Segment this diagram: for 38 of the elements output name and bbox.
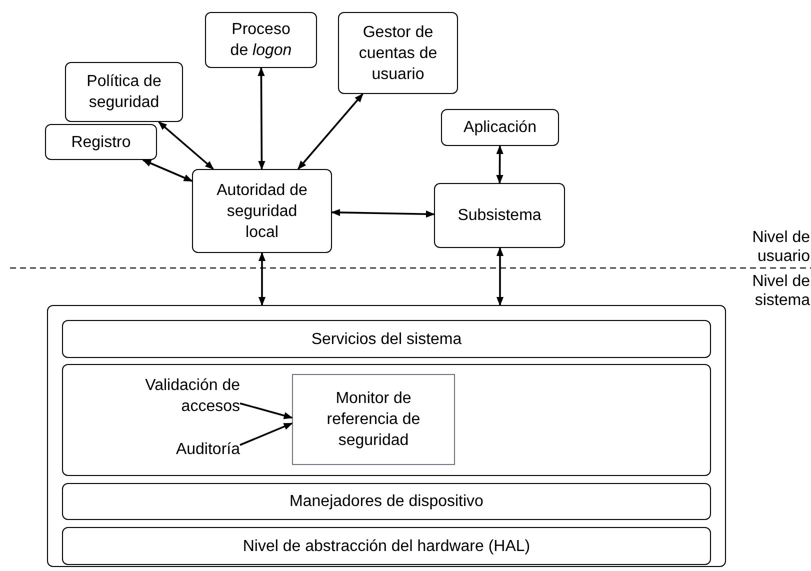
arrow — [258, 252, 266, 306]
arrow — [496, 247, 504, 306]
node-label: Gestor de cuentas de usuario — [358, 22, 438, 84]
process-box — [338, 12, 458, 94]
process-box — [62, 483, 711, 520]
process-box — [434, 183, 565, 248]
arrow — [331, 208, 435, 218]
process-box — [45, 124, 157, 160]
layer-box — [62, 364, 711, 476]
process-box — [62, 527, 711, 565]
node-label: Autoridad de seguridad local — [216, 180, 308, 242]
arrow — [142, 159, 193, 182]
node-text: Validación de accesos — [144, 376, 240, 417]
node-label: Subsistema — [456, 206, 542, 226]
arrow — [240, 402, 293, 420]
node-label: Servicios del sistema — [310, 330, 463, 350]
node-label: Monitor de referencia de seguridad — [326, 389, 422, 451]
process-box — [205, 12, 317, 68]
monitor-box — [292, 374, 455, 465]
arrow — [496, 145, 504, 184]
layer-box — [47, 305, 726, 567]
process-box — [441, 109, 559, 146]
process-box — [192, 169, 332, 253]
level-label: Nivel de sistema — [751, 272, 810, 310]
node-label: Registro — [70, 132, 132, 152]
process-box — [62, 320, 711, 358]
arrow — [158, 121, 214, 170]
node-label: Aplicación — [462, 118, 538, 138]
level-label: Nivel de usuario — [751, 228, 810, 266]
node-label: Proceso de logon — [229, 20, 293, 61]
arrow — [297, 93, 364, 170]
arrow — [258, 67, 266, 170]
node-label: Nivel de abstracción del hardware (HAL) — [242, 536, 532, 556]
process-box — [65, 62, 183, 122]
node-text: Auditoría — [176, 440, 240, 460]
arrow — [240, 422, 293, 446]
node-label: Política de seguridad — [86, 72, 162, 113]
node-label: Manejadores de dispositivo — [288, 492, 484, 512]
